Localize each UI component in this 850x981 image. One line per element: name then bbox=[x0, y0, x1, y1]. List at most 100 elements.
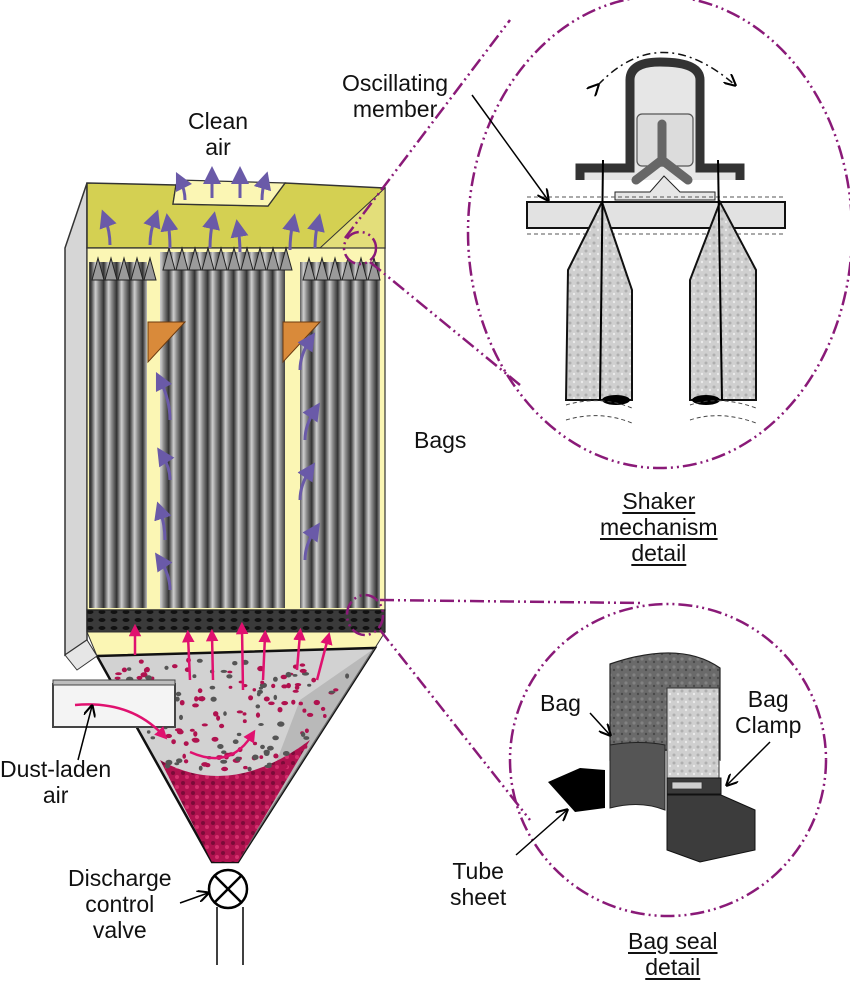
dust-particle bbox=[307, 683, 312, 687]
bag-top bbox=[279, 246, 293, 271]
dust-particle bbox=[306, 712, 314, 717]
dust-particle bbox=[323, 714, 327, 718]
dust-particle bbox=[232, 661, 238, 666]
dust-particle bbox=[282, 751, 290, 756]
dust-particle bbox=[221, 750, 227, 754]
dust-particle bbox=[165, 759, 173, 766]
dust-particle bbox=[228, 685, 233, 689]
label-shaker-detail: Shaker mechanism detail bbox=[600, 488, 718, 566]
baffle-left bbox=[147, 321, 187, 364]
dust-particle bbox=[196, 658, 203, 663]
dust-particle bbox=[260, 680, 265, 685]
hopper-left-flap bbox=[64, 639, 98, 671]
dust-particle bbox=[175, 691, 182, 697]
dust-particle bbox=[176, 758, 183, 763]
clean-air-arrow bbox=[253, 171, 272, 201]
dust-particle bbox=[257, 689, 263, 695]
dust-particle bbox=[333, 688, 339, 692]
dust-particle bbox=[121, 667, 127, 673]
dust-particle bbox=[277, 721, 285, 727]
dust-particle bbox=[303, 736, 310, 740]
dust-particle bbox=[201, 723, 208, 727]
dust-particle bbox=[236, 710, 244, 714]
bag-top bbox=[91, 256, 105, 281]
clean-air-arrow bbox=[230, 219, 249, 253]
dust-particle bbox=[217, 744, 224, 749]
dust-particle bbox=[242, 719, 247, 724]
dust-particle bbox=[302, 708, 307, 713]
dust-particle bbox=[193, 731, 198, 737]
shaker-detail-circle bbox=[466, 0, 850, 470]
swirl-flow-arrow bbox=[189, 729, 256, 760]
label-clean-air: Clean air bbox=[188, 108, 249, 160]
clean-air-arrow bbox=[155, 371, 173, 421]
dust-particle bbox=[146, 730, 151, 734]
dust-particle bbox=[248, 695, 254, 701]
dirty-air-arrow bbox=[182, 629, 195, 681]
dust-particle bbox=[216, 715, 221, 721]
inlet-duct bbox=[52, 679, 176, 728]
clean-air-arrow bbox=[157, 447, 175, 481]
label-bag-seal-detail: Bag seal detail bbox=[628, 928, 718, 980]
dirty-air-arrow bbox=[235, 621, 249, 691]
detail-callouts bbox=[342, 0, 850, 918]
inlet-duct-body bbox=[52, 683, 176, 728]
dust-particle bbox=[126, 667, 132, 671]
dust-particle bbox=[150, 736, 156, 740]
dust-particle bbox=[281, 684, 288, 689]
oscillation-arc bbox=[598, 51, 735, 86]
dust-particle bbox=[258, 686, 263, 690]
bag-top bbox=[227, 246, 241, 271]
dust-particle bbox=[220, 759, 228, 764]
dust-particle bbox=[145, 675, 152, 680]
dust-particle bbox=[189, 728, 195, 732]
hopper bbox=[64, 639, 378, 864]
dust-particle bbox=[243, 765, 248, 770]
dust-particle bbox=[294, 683, 302, 687]
dust-particle bbox=[138, 659, 144, 664]
label-tube-sheet: Tube sheet bbox=[450, 858, 507, 910]
clean-air-arrow bbox=[202, 211, 220, 249]
discharge-valve-leader bbox=[179, 893, 208, 904]
shaker-detail-marker bbox=[342, 230, 378, 266]
dust-particle bbox=[219, 723, 225, 729]
bag-seal-marker bbox=[345, 593, 385, 637]
dust-particle bbox=[252, 754, 259, 760]
dirty-air-arrow bbox=[258, 629, 271, 681]
bag-group-left bbox=[89, 262, 147, 608]
dust-particle bbox=[303, 744, 308, 749]
dust-particle bbox=[263, 749, 270, 755]
dust-particle bbox=[273, 694, 278, 701]
dust-particle bbox=[165, 733, 172, 739]
dust-particle bbox=[171, 739, 176, 745]
dust-pile bbox=[160, 740, 310, 862]
bag-top bbox=[354, 256, 368, 281]
clean-air-arrows bbox=[99, 166, 325, 591]
detail-thimble bbox=[666, 794, 756, 863]
dust-particle bbox=[300, 732, 306, 737]
dust-particle bbox=[313, 699, 320, 706]
dust-particle bbox=[299, 668, 307, 673]
dust-particle bbox=[194, 696, 199, 702]
dust-particle bbox=[140, 672, 148, 678]
dust-particle bbox=[292, 674, 298, 677]
dust-particle bbox=[277, 707, 283, 713]
tube-sheet bbox=[86, 609, 386, 633]
bag-top bbox=[188, 246, 202, 271]
bag-top bbox=[104, 256, 118, 281]
detail-bag-left bbox=[564, 199, 633, 401]
dust-particle bbox=[182, 753, 186, 759]
dust-particle bbox=[223, 711, 227, 716]
dust-particle bbox=[272, 735, 279, 741]
dust-particle bbox=[235, 756, 241, 762]
dust-particle bbox=[258, 723, 264, 726]
dirty-air-arrow bbox=[205, 628, 219, 681]
clean-air-arrow bbox=[175, 171, 193, 201]
label-dust-laden-air: Dust-laden air bbox=[0, 756, 112, 808]
dust-particle bbox=[179, 714, 183, 721]
clean-air-arrow bbox=[155, 552, 173, 591]
dust-particle bbox=[311, 677, 317, 683]
dust-particle bbox=[201, 762, 209, 767]
dust-particle bbox=[280, 674, 287, 680]
